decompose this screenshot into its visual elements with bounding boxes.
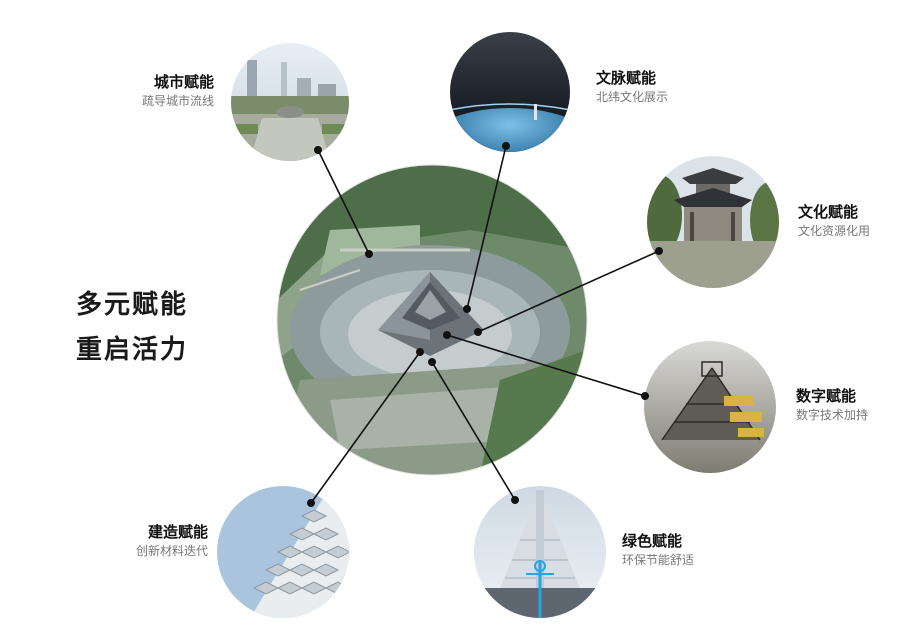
label-build-subtitle: 创新材料迭代 [135, 544, 208, 558]
photo-chinese-pavilion [647, 156, 779, 288]
headline-line-1: 多元赋能 [76, 290, 189, 320]
label-culture-title: 文化赋能 [798, 203, 859, 221]
dot-urban-photo [313, 146, 322, 155]
dot-context-photo [501, 142, 510, 151]
label-context: 文脉赋能 北纬文化展示 [596, 68, 668, 106]
label-context-subtitle: 北纬文化展示 [596, 90, 669, 104]
label-green-title: 绿色赋能 [622, 532, 683, 550]
photo-earth-projection [450, 32, 570, 152]
connectors [306, 142, 663, 507]
label-green: 绿色赋能 环保节能舒适 [622, 531, 694, 569]
center-aerial-photo [277, 165, 587, 475]
label-digital-title: 数字赋能 [796, 387, 857, 405]
dot-digital-photo [640, 391, 649, 400]
dot-context-anchor [462, 304, 471, 313]
label-digital: 数字赋能 数字技术加持 [796, 386, 868, 424]
dot-culture-photo [654, 247, 663, 256]
dot-green-photo [510, 495, 519, 504]
dot-culture-anchor [473, 327, 482, 336]
photo-plaza-skyline [231, 43, 349, 161]
dot-digital-anchor [442, 330, 451, 339]
label-culture-subtitle: 文化资源化用 [798, 224, 871, 238]
label-urban-title: 城市赋能 [153, 73, 214, 91]
photo-steel-frame [644, 341, 776, 473]
dot-build-anchor [415, 347, 424, 356]
label-build: 建造赋能 创新材料迭代 [136, 522, 208, 560]
connector-urban [317, 149, 370, 255]
connector-digital [446, 334, 646, 397]
photo-cubic-facade [217, 486, 349, 618]
dot-build-photo [306, 498, 315, 507]
connector-culture [477, 250, 660, 333]
connector-green [431, 361, 516, 501]
label-green-subtitle: 环保节能舒适 [622, 553, 695, 567]
connector-build [310, 351, 421, 504]
label-culture: 文化赋能 文化资源化用 [798, 202, 870, 240]
label-urban: 城市赋能 疏导城市流线 [142, 72, 214, 110]
label-urban-subtitle: 疏导城市流线 [141, 94, 214, 108]
label-digital-subtitle: 数字技术加持 [796, 408, 869, 422]
label-context-title: 文脉赋能 [596, 69, 657, 87]
label-build-title: 建造赋能 [147, 523, 208, 541]
connector-context [466, 145, 507, 310]
dot-green-anchor [427, 357, 436, 366]
photo-glass-facade [474, 486, 606, 618]
dot-urban-anchor [364, 250, 373, 259]
headline-line-2: 重启活力 [76, 335, 189, 365]
